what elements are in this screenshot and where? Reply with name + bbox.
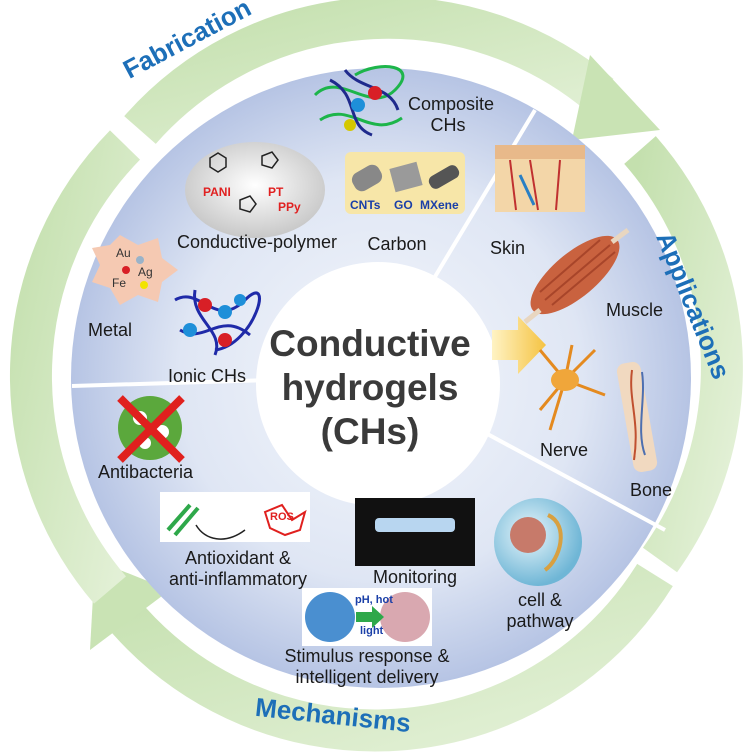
released-cluster xyxy=(380,592,430,642)
stimulus-label: Stimulus response & intelligent delivery xyxy=(262,646,472,688)
section-dividers xyxy=(71,108,666,532)
metal-star xyxy=(92,235,178,305)
go-label: GO xyxy=(394,198,413,212)
ring-arc-right xyxy=(624,136,743,573)
cell-pathway-line2: pathway xyxy=(506,611,574,631)
antioxidant-line1: Antioxidant & xyxy=(184,548,292,568)
au-dot xyxy=(136,256,144,264)
cell-pathway-label: cell & pathway xyxy=(490,590,590,632)
conductive-polymer-label: Conductive-polymer xyxy=(176,232,338,252)
ring-arc-bottom xyxy=(103,563,673,752)
center-title-line2: hydrogels xyxy=(281,367,459,408)
nanoparticle-cluster xyxy=(305,592,355,642)
fe-label: Fe xyxy=(112,276,127,290)
nerve-label: Nerve xyxy=(540,440,589,460)
skin-illustration xyxy=(495,145,585,212)
ring-arc-top xyxy=(124,0,614,144)
pt-label: PT xyxy=(268,185,284,199)
center-title-line3: (CHs) xyxy=(320,411,420,452)
ppy-label: PPy xyxy=(278,200,301,214)
antibacteria-label: Antibacteria xyxy=(98,462,194,482)
skin-label: Skin xyxy=(490,238,526,258)
antioxidant-box xyxy=(160,492,310,542)
ring-arrowhead-top xyxy=(572,55,660,140)
light-label: light xyxy=(360,625,384,637)
ring-arc-left xyxy=(9,130,141,604)
mxene-label: MXene xyxy=(420,198,459,212)
nerve-illustration xyxy=(538,344,606,431)
monitoring-label: Monitoring xyxy=(372,567,458,587)
muscle-label: Muscle xyxy=(606,300,664,320)
stimulus-line2: intelligent delivery xyxy=(295,667,439,687)
ros-burst xyxy=(263,503,307,537)
polymer-structures xyxy=(209,151,279,213)
center-title: Conductive hydrogels (CHs) xyxy=(250,322,490,454)
bone-illustration xyxy=(616,362,658,472)
ag-label: Ag xyxy=(138,265,153,279)
ag-dot xyxy=(140,281,148,289)
carbon-label: Carbon xyxy=(367,234,427,254)
sensor-strip xyxy=(375,518,455,532)
antioxidant-strand xyxy=(166,503,200,537)
bone-label: Bone xyxy=(630,480,673,500)
au-label: Au xyxy=(116,246,131,260)
muscle-illustration xyxy=(523,228,630,324)
release-arrow xyxy=(356,606,384,628)
composite-network-icon xyxy=(313,65,405,137)
cell-pathway-line1: cell & xyxy=(517,590,562,610)
pani-label: PANI xyxy=(203,185,231,199)
composite-label: Composite CHs xyxy=(408,94,495,136)
arrow-to-applications xyxy=(492,316,546,374)
cnts-label: CNTs xyxy=(350,198,381,212)
composite-label-line2: CHs xyxy=(430,115,466,135)
stimulus-line1: Stimulus response & xyxy=(284,646,450,666)
ionic-label: Ionic CHs xyxy=(168,366,247,386)
carbon-structures xyxy=(351,161,460,193)
polymer-blob xyxy=(185,142,325,238)
metal-label: Metal xyxy=(88,320,133,340)
center-title-line1: Conductive xyxy=(269,323,471,364)
center-circle xyxy=(256,262,500,506)
fe-dot xyxy=(122,266,130,274)
antioxidant-label: Antioxidant & anti-inflammatory xyxy=(148,548,328,590)
ionic-network-icon xyxy=(174,289,261,356)
antioxidant-arrow xyxy=(195,524,246,540)
ros-label: ROS xyxy=(270,511,294,523)
antibacteria-icon xyxy=(117,395,185,463)
composite-label-line1: Composite xyxy=(408,94,495,114)
antioxidant-line2: anti-inflammatory xyxy=(168,569,308,589)
ph-hot-label: pH, hot xyxy=(355,594,393,606)
cell-illustration xyxy=(494,498,582,586)
